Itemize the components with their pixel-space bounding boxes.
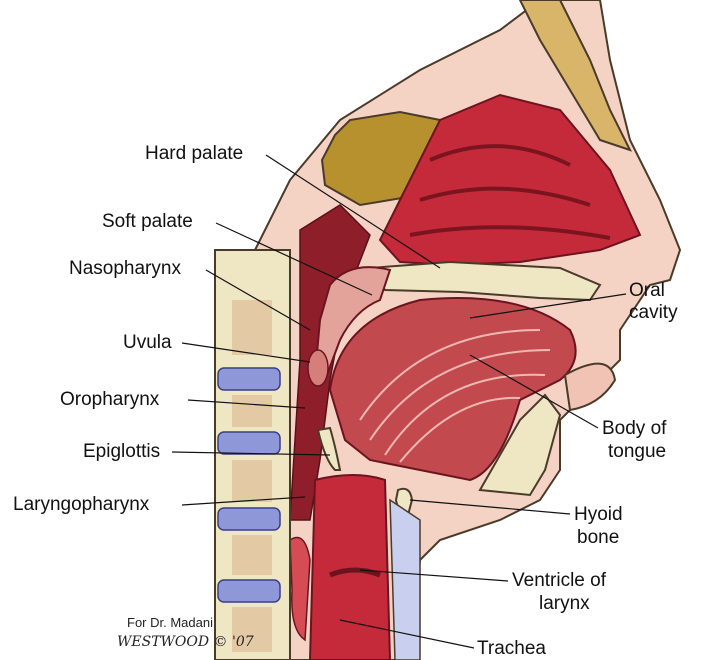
label-body-of-tongue-line1: Body of xyxy=(602,418,666,439)
disc-1 xyxy=(218,368,280,390)
uvula-shape xyxy=(308,350,328,386)
label-laryngopharynx: Laryngopharynx xyxy=(13,494,149,515)
vertebra-4 xyxy=(232,535,272,575)
disc-4 xyxy=(218,580,280,602)
label-soft-palate: Soft palate xyxy=(102,211,193,232)
label-ventricle-line2: larynx xyxy=(539,593,590,614)
label-hyoid-bone-line1: Hyoid xyxy=(574,504,623,525)
label-oral-cavity-line1: Oral xyxy=(629,280,665,301)
credit-line: For Dr. Madani xyxy=(127,615,213,630)
label-hyoid-bone-line2: bone xyxy=(577,527,619,548)
vertebra-1 xyxy=(232,300,272,355)
label-oropharynx: Oropharynx xyxy=(60,389,159,410)
label-epiglottis: Epiglottis xyxy=(83,441,160,462)
vertebra-3 xyxy=(232,460,272,502)
larynx-trachea xyxy=(310,475,390,660)
disc-2 xyxy=(218,432,280,454)
artist-signature: WESTWOOD © '07 xyxy=(117,634,254,650)
label-trachea: Trachea xyxy=(477,638,546,659)
disc-3 xyxy=(218,508,280,530)
label-hard-palate: Hard palate xyxy=(145,143,243,164)
label-ventricle-line1: Ventricle of xyxy=(512,570,606,591)
label-uvula: Uvula xyxy=(123,332,172,353)
label-body-of-tongue-line2: tongue xyxy=(608,441,666,462)
label-oral-cavity-line2: cavity xyxy=(629,302,678,323)
label-nasopharynx: Nasopharynx xyxy=(69,258,181,279)
vertebra-2 xyxy=(232,395,272,427)
lower-lip xyxy=(565,364,615,410)
